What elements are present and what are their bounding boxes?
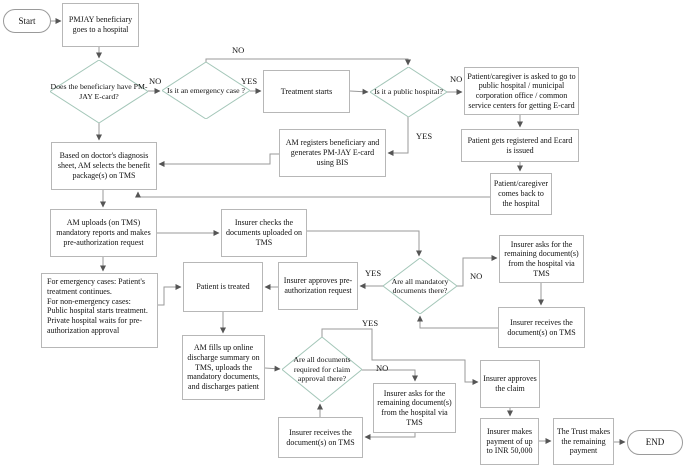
edge-emergency-no-publichospital — [205, 58, 411, 66]
step-insurer-asks-remaining-docs-1: Insurer asks for the remaining document(… — [499, 235, 584, 283]
edge-insurerchecks-mandatorydocs — [307, 230, 422, 257]
step-am-registers-bis-label: AM registers beneficiary and generates P… — [285, 138, 380, 167]
decision-public-hospital-shape — [370, 67, 447, 117]
label-yes-emergency: YES — [241, 76, 258, 86]
step-insurer-checks-docs-label: Insurer checks the documents uploaded on… — [226, 218, 302, 247]
decision-claim-docs-complete-label: Are all documents required for claim app… — [293, 355, 351, 384]
start-terminal: Start — [3, 9, 51, 33]
label-no-emergency: NO — [232, 45, 245, 55]
edge-asks2-receives2 — [364, 433, 416, 440]
step-am-selects-package-label: Based on doctor's diagnosis sheet, AM se… — [57, 151, 151, 180]
end-terminal-label: END — [645, 437, 665, 448]
step-insurer-approves-claim-label: Insurer approves the claim — [483, 374, 537, 393]
decision-emergency-case-shape — [162, 62, 250, 119]
step-asked-to-get-ecard: Patient/caregiver is asked to go to publ… — [464, 67, 579, 115]
decision-all-mandatory-docs-shape — [383, 258, 457, 314]
label-no-public-hospital: NO — [450, 74, 463, 84]
decision-emergency-case: Is it an emergency case ? — [162, 62, 250, 119]
edge-claimdocs-yes-approvesclaim — [321, 328, 479, 385]
step-patient-registered-ecard-issued-label: Patient gets registered and Ecard is iss… — [467, 135, 573, 155]
decision-claim-docs-complete-shape — [282, 337, 362, 402]
step-insurer-receives-docs-1: Insurer receives the document(s) on TMS — [498, 307, 585, 348]
edge-amdischarge-claimdocs — [264, 365, 281, 372]
label-no-claim-docs: NO — [376, 363, 389, 373]
step-comes-back-hospital: Patient/caregiver comes back to the hosp… — [490, 173, 552, 215]
label-yes-mandatory-docs: YES — [365, 268, 382, 278]
label-yes-public-hospital: YES — [416, 131, 433, 141]
step-treatment-starts: Treatment starts — [263, 70, 350, 113]
step-trust-remaining-payment-label: The Trust makes the remaining payment — [556, 426, 611, 456]
step-treatment-cases-note: For emergency cases: Patient's treatment… — [41, 273, 158, 348]
step-insurer-asks-remaining-docs-1-label: Insurer asks for the remaining document(… — [504, 239, 579, 278]
step-treatment-starts-label: Treatment starts — [280, 86, 333, 96]
edge-receives1-mandatorydocs — [417, 315, 498, 329]
step-insurer-checks-docs: Insurer checks the documents uploaded on… — [221, 209, 307, 257]
step-trust-remaining-payment: The Trust makes the remaining payment — [553, 418, 614, 465]
step-comes-back-hospital-label: Patient/caregiver comes back to the hosp… — [493, 179, 549, 208]
step-patient-registered-ecard-issued: Patient gets registered and Ecard is iss… — [461, 129, 579, 162]
step-patient-treated-label: Patient is treated — [196, 282, 250, 292]
step-am-selects-package: Based on doctor's diagnosis sheet, AM se… — [51, 142, 157, 190]
label-no-mandatory-docs: NO — [470, 271, 483, 281]
edge-mandatorydocs-no-asks1 — [457, 255, 498, 287]
decision-has-ecard-label: Does the beneficiary have PM-JAY E-card? — [50, 82, 148, 101]
label-no-has-ecard: NO — [149, 76, 162, 86]
step-am-uploads-preauth: AM uploads (on TMS) mandatory reports an… — [50, 209, 157, 257]
end-terminal: END — [627, 430, 683, 455]
decision-has-ecard: Does the beneficiary have PM-JAY E-card? — [50, 60, 148, 123]
step-insurer-receives-docs-1-label: Insurer receives the document(s) on TMS — [507, 317, 576, 337]
edge-casenotes-patienttreated — [158, 284, 182, 306]
step-insurer-asks-remaining-docs-2: Insurer asks for the remaining document(… — [373, 383, 456, 433]
label-yes-claim-docs: YES — [362, 318, 379, 328]
decision-claim-docs-complete: Are all documents required for claim app… — [282, 337, 362, 402]
step-beneficiary-goes-hospital-label: PMJAY beneficiary goes to a hospital — [68, 15, 133, 34]
step-am-uploads-preauth-label: AM uploads (on TMS) mandatory reports an… — [56, 218, 151, 247]
edge-claimdocs-no-asks2 — [362, 369, 418, 382]
edge-comesback-benefitpackage — [135, 191, 490, 198]
decision-public-hospital: Is it a public hospital? — [370, 67, 447, 117]
decision-all-mandatory-docs-label: Are all mandatory documents there? — [391, 276, 449, 296]
step-insurer-receives-docs-2-label: Insurer receives the document(s) on TMS — [286, 427, 355, 447]
step-beneficiary-goes-hospital: PMJAY beneficiary goes to a hospital — [62, 3, 139, 47]
step-insurer-approves-claim: Insurer approves the claim — [480, 360, 540, 408]
edge-publichospital-yes-amregisters — [387, 117, 409, 156]
step-treatment-cases-note-label: For emergency cases: Patient's treatment… — [47, 277, 148, 335]
step-insurer-asks-remaining-docs-2-label: Insurer asks for the remaining document(… — [377, 388, 452, 427]
step-insurer-makes-payment-label: Insurer makes payment of up to INR 50,00… — [486, 426, 533, 456]
step-am-discharge-summary-label: AM fills up online discharge summary on … — [187, 343, 260, 392]
step-am-discharge-summary: AM fills up online discharge summary on … — [182, 335, 265, 400]
start-terminal-label: Start — [18, 15, 36, 26]
step-patient-treated: Patient is treated — [183, 262, 263, 312]
step-insurer-makes-payment: Insurer makes payment of up to INR 50,00… — [480, 418, 539, 465]
step-insurer-receives-docs-2: Insurer receives the document(s) on TMS — [278, 417, 363, 458]
decision-emergency-case-label: Is it an emergency case ? — [166, 85, 245, 95]
decision-all-mandatory-docs: Are all mandatory documents there? — [383, 258, 457, 314]
step-am-registers-bis: AM registers beneficiary and generates P… — [279, 129, 386, 177]
step-insurer-approves-preauth-label: Insurer approves pre-authorization reque… — [283, 276, 353, 295]
decision-public-hospital-label: Is it a public hospital? — [374, 87, 443, 97]
edge-treatment-to-publichospital — [349, 88, 369, 95]
edge-amregisters-benefitpackage — [158, 153, 279, 167]
step-asked-to-get-ecard-label: Patient/caregiver is asked to go to publ… — [467, 71, 576, 110]
step-insurer-approves-preauth: Insurer approves pre-authorization reque… — [278, 262, 358, 310]
decision-has-ecard-shape — [50, 60, 148, 123]
